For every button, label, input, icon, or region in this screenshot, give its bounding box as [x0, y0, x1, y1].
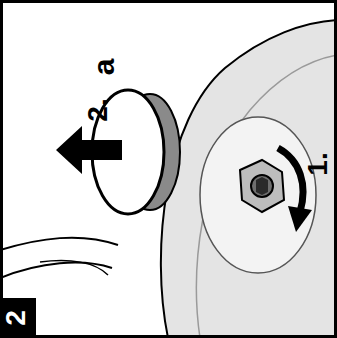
part-letter: a	[89, 59, 119, 76]
hose-line	[40, 261, 108, 275]
bolt-head	[251, 175, 273, 197]
step-number: 2.	[84, 98, 112, 121]
panel-number: 2	[2, 310, 30, 326]
hose	[0, 238, 118, 250]
hex-socket	[256, 177, 268, 195]
arrow-head	[288, 206, 312, 232]
hex-nut	[240, 160, 284, 212]
housing-recess	[200, 117, 316, 273]
hose	[0, 263, 112, 278]
pull-arrow	[56, 126, 122, 174]
housing-edge	[197, 55, 337, 338]
step-number: 1.	[304, 152, 332, 175]
rotation-arrow	[278, 148, 303, 212]
step-badge	[0, 298, 36, 338]
housing	[161, 20, 337, 338]
